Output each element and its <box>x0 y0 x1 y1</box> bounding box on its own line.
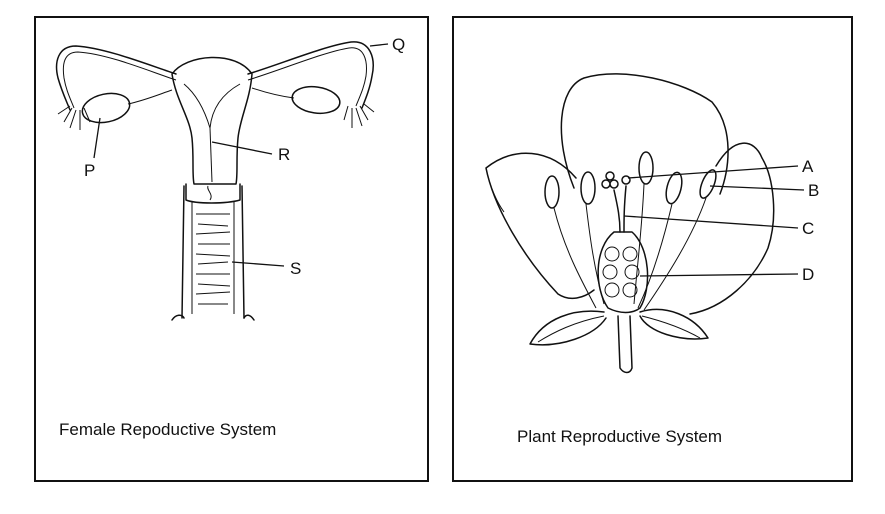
label-b: B <box>808 181 819 200</box>
right-sepal <box>639 308 709 340</box>
vaginal-wall-texture <box>195 213 231 305</box>
female-reproductive-illustration: P Q R S <box>55 35 405 321</box>
label-d: D <box>802 265 814 284</box>
left-ovary <box>81 92 131 124</box>
female-diagram-panel: P Q R S Female Repoductive System <box>34 16 429 482</box>
right-petal <box>689 142 775 315</box>
stigma <box>601 171 631 189</box>
uterus <box>171 56 253 185</box>
stamens <box>544 151 717 311</box>
left-sepal <box>529 310 607 346</box>
left-fimbriae <box>57 105 91 130</box>
label-c: C <box>802 219 814 238</box>
cervix <box>185 183 241 204</box>
right-ovary <box>291 85 341 115</box>
ovules <box>602 246 640 298</box>
label-p: P <box>84 161 95 180</box>
right-fimbriae <box>343 103 375 128</box>
stalk <box>617 315 633 374</box>
vagina <box>181 185 245 319</box>
flower-illustration: A B C D <box>485 73 819 374</box>
plant-caption: Plant Reproductive System <box>517 427 723 446</box>
label-r: R <box>278 145 290 164</box>
style <box>613 185 627 233</box>
plant-diagram-panel: A B C D Plant Reproductive System <box>452 16 853 482</box>
uterine-cavity <box>183 83 241 129</box>
female-caption: Female Repoductive System <box>59 420 277 439</box>
top-petal <box>560 73 729 195</box>
label-s: S <box>290 259 301 278</box>
label-q: Q <box>392 35 405 54</box>
left-petal <box>485 152 595 300</box>
right-fallopian-tube <box>247 41 374 109</box>
ovary <box>597 231 649 314</box>
left-fallopian-tube <box>55 45 177 111</box>
label-a: A <box>802 157 814 176</box>
